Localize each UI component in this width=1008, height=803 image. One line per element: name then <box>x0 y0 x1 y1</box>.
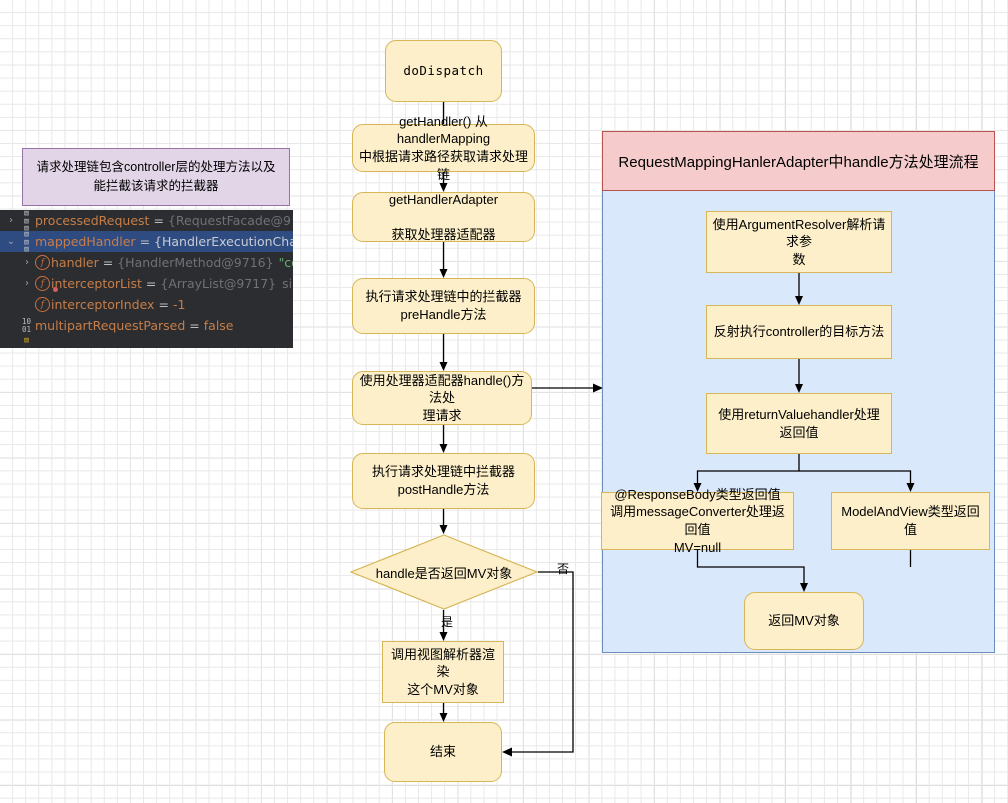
collapse-chevron-icon[interactable]: ⌄ <box>6 236 16 247</box>
node-doDispatch[interactable]: doDispatch <box>385 40 502 102</box>
debugger-row[interactable]: › ▤▤▤ processedRequest = {RequestFacade@… <box>0 210 293 231</box>
debugger-row[interactable]: › f handler = {HandlerMethod@9716} "co <box>0 252 293 273</box>
node-getHandlerAdapter[interactable]: getHandlerAdapter 获取处理器适配器 <box>352 192 535 242</box>
node-model-and-view[interactable]: ModelAndView类型返回值 <box>831 492 990 550</box>
debugger-var-size: si <box>282 276 293 291</box>
breakpoint-icon[interactable] <box>53 287 58 292</box>
adapter-flow-title-label: RequestMappingHanlerAdapter中handle方法处理流程 <box>618 153 979 171</box>
node-return-mv[interactable]: 返回MV对象 <box>744 592 864 650</box>
node-handle-request-label: 使用处理器适配器handle()方法处 理请求 <box>359 372 525 423</box>
debugger-row[interactable]: f interceptorIndex = -1 <box>0 294 293 315</box>
debugger-row[interactable]: › f interceptorList = {ArrayList@9717} s… <box>0 273 293 294</box>
edge-label-yes: 是 <box>441 615 454 629</box>
note-text: 请求处理链包含controller层的处理方法以及能拦截该请求的拦截器 <box>36 160 276 193</box>
debugger-eq: = <box>153 213 164 228</box>
debugger-var-name: interceptorIndex <box>51 297 155 312</box>
node-end-label: 结束 <box>429 744 456 760</box>
array-icon: ▤▤▤ <box>24 210 29 233</box>
field-icon: f <box>34 297 51 312</box>
debugger-eq: = <box>139 234 151 249</box>
debugger-var-value: {HandlerMethod@9716} <box>117 255 274 270</box>
debugger-var-value: {HandlerExecutionCha <box>154 234 293 249</box>
array-icon: ▤▤▤ <box>24 229 29 254</box>
expand-chevron-icon[interactable]: › <box>25 257 29 268</box>
debugger-eq: = <box>158 297 169 312</box>
expand-chevron-icon[interactable]: › <box>25 278 29 289</box>
debugger-var-name: interceptorList <box>51 276 142 291</box>
diamond-shape <box>350 534 538 610</box>
node-getHandler[interactable]: getHandler() 从handlerMapping 中根据请求路径获取请求… <box>352 114 535 182</box>
edge-label-no: 否 <box>557 562 570 576</box>
node-return-value-handler-label: 使用returnValuehandler处理返回值 <box>718 406 880 440</box>
debugger-eq: = <box>102 255 114 270</box>
node-getHandlerAdapter-label: getHandlerAdapter 获取处理器适配器 <box>388 191 499 242</box>
debugger-var-string: "co <box>278 255 293 270</box>
array-icon: ▤ <box>24 335 29 345</box>
node-response-body[interactable]: @ResponseBody类型返回值 调用messageConverter处理返… <box>601 487 794 555</box>
node-argument-resolver[interactable]: 使用ArgumentResolver解析请求参 数 <box>706 211 892 273</box>
node-reflect-invoke[interactable]: 反射执行controller的目标方法 <box>706 305 892 359</box>
debugger-row-partial[interactable]: ▤ <box>0 336 293 344</box>
expand-chevron-icon[interactable]: › <box>9 215 13 226</box>
debugger-eq: = <box>189 318 200 333</box>
node-return-mv-label: 返回MV对象 <box>768 613 840 629</box>
debugger-var-name: processedRequest <box>35 213 150 228</box>
node-preHandle[interactable]: 执行请求处理链中的拦截器 preHandle方法 <box>352 278 535 334</box>
node-getHandler-label: getHandler() 从handlerMapping 中根据请求路径获取请求… <box>358 113 528 182</box>
debugger-eq: = <box>145 276 157 291</box>
note-request-chain: 请求处理链包含controller层的处理方法以及能拦截该请求的拦截器 <box>22 148 290 206</box>
debugger-var-name: handler <box>51 255 99 270</box>
node-handle-request[interactable]: 使用处理器适配器handle()方法处 理请求 <box>352 371 532 425</box>
node-argument-resolver-label: 使用ArgumentResolver解析请求参 数 <box>712 216 886 267</box>
node-return-value-handler[interactable]: 使用returnValuehandler处理返回值 <box>706 393 892 454</box>
debugger-var-name: multipartRequestParsed <box>35 318 186 333</box>
node-postHandle[interactable]: 执行请求处理链中拦截器 postHandle方法 <box>352 453 535 509</box>
node-model-and-view-label: ModelAndView类型返回值 <box>841 504 980 537</box>
node-doDispatch-label: doDispatch <box>403 62 484 78</box>
node-end[interactable]: 结束 <box>384 722 502 782</box>
debugger-var-value: {ArrayList@9717} <box>160 276 277 291</box>
node-render-view[interactable]: 调用视图解析器渲染 这个MV对象 <box>382 641 504 703</box>
node-response-body-label: @ResponseBody类型返回值 调用messageConverter处理返… <box>610 486 785 555</box>
node-postHandle-label: 执行请求处理链中拦截器 postHandle方法 <box>371 464 515 497</box>
debugger-row[interactable]: ⌄ ▤▤▤ mappedHandler = {HandlerExecutionC… <box>0 229 293 254</box>
node-render-view-label: 调用视图解析器渲染 这个MV对象 <box>390 646 495 697</box>
debugger-var-name: mappedHandler <box>35 234 136 249</box>
debugger-var-value: false <box>203 318 234 333</box>
field-icon: f <box>34 255 51 270</box>
debugger-var-value: -1 <box>172 297 186 312</box>
debugger-var-value: {RequestFacade@9 <box>167 213 291 228</box>
node-preHandle-label: 执行请求处理链中的拦截器 preHandle方法 <box>365 289 522 322</box>
node-reflect-invoke-label: 反射执行controller的目标方法 <box>713 324 885 340</box>
field-icon: f <box>34 276 51 291</box>
adapter-flow-title: RequestMappingHanlerAdapter中handle方法处理流程 <box>602 131 995 191</box>
debugger-variables-panel[interactable]: › ▤▤▤ processedRequest = {RequestFacade@… <box>0 210 293 348</box>
